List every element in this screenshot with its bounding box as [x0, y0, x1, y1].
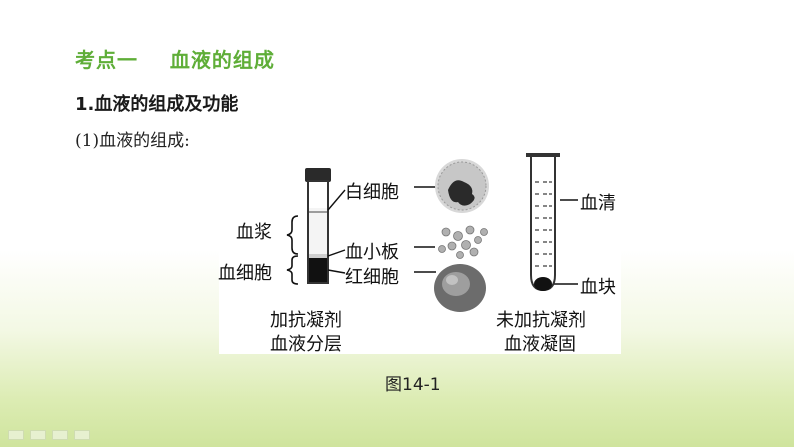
figure-caption: 图14-1	[385, 375, 441, 395]
heading-point: 考点一	[75, 48, 138, 72]
label-clot: 血块	[580, 277, 616, 298]
next-icon[interactable]	[74, 430, 90, 440]
clotted-tube-illustration	[526, 153, 560, 292]
prev-icon[interactable]	[8, 430, 24, 440]
braces	[286, 215, 299, 285]
label-white-cell: 白细胞	[345, 182, 399, 203]
right-caption-line1: 未加抗凝剂	[496, 310, 586, 331]
section-title: 1.血液的组成及功能	[75, 94, 239, 115]
heading-title: 血液的组成	[169, 48, 275, 72]
left-caption-line1: 加抗凝剂	[270, 310, 342, 331]
pen-icon[interactable]	[30, 430, 46, 440]
label-serum: 血清	[580, 193, 616, 214]
label-plasma: 血浆	[236, 222, 272, 243]
heading: 考点一 血液的组成	[75, 44, 275, 73]
label-red-cell: 红细胞	[345, 267, 399, 288]
layered-tube-illustration	[305, 168, 331, 284]
right-caption-line2: 血液凝固	[504, 334, 576, 355]
label-blood-cells: 血细胞	[218, 263, 272, 284]
pointer-lines	[327, 186, 578, 285]
label-platelet: 血小板	[345, 242, 399, 263]
white-blood-cell-image	[435, 159, 489, 213]
left-caption-line2: 血液分层	[270, 334, 342, 355]
slide-toolbar	[8, 430, 90, 440]
red-blood-cell-image	[434, 264, 486, 312]
paragraph: (1)血液的组成:	[75, 131, 190, 151]
platelets-image	[438, 225, 488, 259]
menu-icon[interactable]	[52, 430, 68, 440]
